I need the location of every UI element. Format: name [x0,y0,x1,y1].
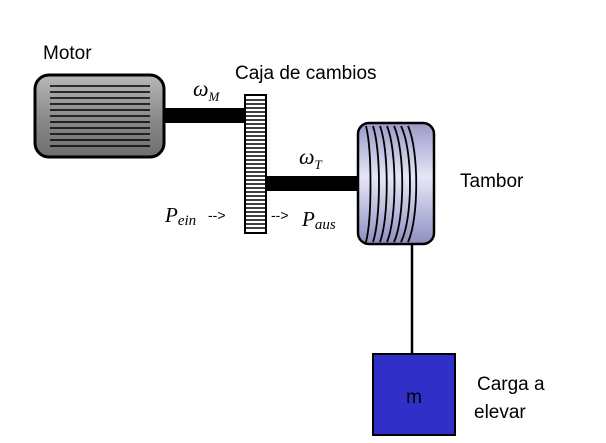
power-in-arrow: --> [208,207,226,223]
drum-rope-windings [365,125,418,243]
drum-shaft [266,176,360,191]
power-in-glyph: P [164,203,178,227]
power-out-subscript: aus [315,217,336,233]
load-label-line2: elevar [474,402,526,423]
mass-block [372,353,456,436]
gearbox-label: Caja de cambios [235,63,377,84]
omega-motor-symbol: ωM [193,76,221,104]
power-in-subscript: ein [178,213,196,229]
omega-drum-symbol: ωT [299,144,323,172]
motor-label: Motor [43,43,92,64]
power-out-arrow: --> [271,207,289,223]
load-mass: m [372,353,456,436]
mass-symbol: m [406,387,422,408]
motor [33,73,166,159]
omega-motor-glyph: ω [193,76,209,101]
omega-drum-subscript: T [315,157,323,172]
gearbox [244,94,267,234]
gearbox-teeth [245,99,266,229]
drum [356,121,436,246]
omega-drum-glyph: ω [299,144,315,169]
load-label-line1: Carga a [477,374,545,395]
motor-cooling-fins [50,85,150,147]
power-out-symbol: Paus [301,207,336,233]
motor-shaft [164,108,246,123]
omega-motor-subscript: M [208,89,221,104]
drum-label: Tambor [460,171,524,192]
power-in-symbol: Pein [164,203,196,229]
power-out-glyph: P [301,207,315,231]
